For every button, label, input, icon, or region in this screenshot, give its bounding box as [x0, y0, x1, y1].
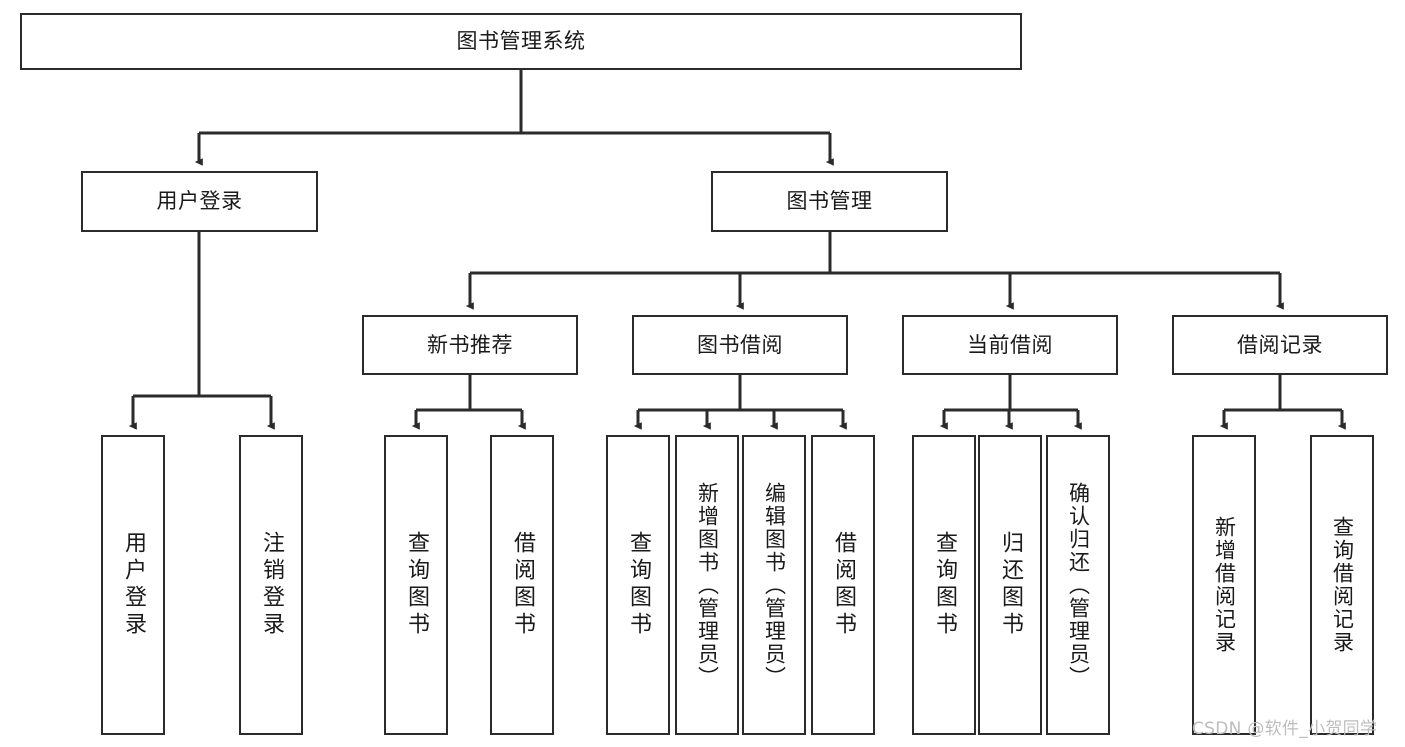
node-label: 图书管理 — [786, 189, 873, 214]
node-label: 查询图书 — [404, 531, 429, 639]
node-label: 归还图书 — [998, 531, 1023, 639]
node-label: 用户登录 — [121, 531, 146, 639]
node-borrow-records[interactable]: 借阅记录 — [1172, 315, 1388, 375]
node-label: 新增图书（管理员） — [695, 481, 720, 689]
node-label: 借阅图书 — [510, 531, 535, 639]
leaf-user-login-signin[interactable]: 用户登录 — [101, 435, 165, 735]
node-new-book-recommend[interactable]: 新书推荐 — [362, 315, 578, 375]
node-book-management[interactable]: 图书管理 — [711, 171, 948, 232]
node-label: 当前借阅 — [967, 332, 1053, 357]
node-label: 新书推荐 — [427, 332, 513, 357]
leaf-new-book-query[interactable]: 查询图书 — [384, 435, 448, 735]
node-label: 图书管理系统 — [456, 29, 586, 54]
leaf-borrow-add-book-admin[interactable]: 新增图书（管理员） — [675, 435, 739, 735]
node-label: 注销登录 — [259, 531, 284, 639]
leaf-current-return-book[interactable]: 归还图书 — [978, 435, 1042, 735]
node-label: 查询借阅记录 — [1330, 516, 1355, 654]
node-label: 新增借阅记录 — [1212, 516, 1237, 654]
node-label: 借阅图书 — [831, 531, 856, 639]
node-book-borrow[interactable]: 图书借阅 — [632, 315, 848, 375]
leaf-borrow-edit-book-admin[interactable]: 编辑图书（管理员） — [742, 435, 806, 735]
node-current-borrow[interactable]: 当前借阅 — [902, 315, 1118, 375]
leaf-new-book-borrow[interactable]: 借阅图书 — [490, 435, 554, 735]
leaf-records-add-record[interactable]: 新增借阅记录 — [1192, 435, 1256, 735]
node-label: 借阅记录 — [1237, 332, 1323, 357]
node-label: 查询图书 — [626, 531, 651, 639]
leaf-current-query-book[interactable]: 查询图书 — [912, 435, 976, 735]
leaf-borrow-borrow-book[interactable]: 借阅图书 — [811, 435, 875, 735]
node-user-login[interactable]: 用户登录 — [81, 171, 318, 232]
node-label: 确认归还（管理员） — [1066, 481, 1091, 689]
node-root-book-management-system[interactable]: 图书管理系统 — [20, 13, 1022, 70]
watermark-text: CSDN @软件_小贺同学 — [1192, 719, 1378, 739]
node-label: 编辑图书（管理员） — [762, 481, 787, 689]
leaf-records-query-record[interactable]: 查询借阅记录 — [1310, 435, 1374, 735]
leaf-borrow-query-book[interactable]: 查询图书 — [606, 435, 670, 735]
leaf-current-confirm-return-admin[interactable]: 确认归还（管理员） — [1046, 435, 1110, 735]
leaf-user-login-signout[interactable]: 注销登录 — [239, 435, 303, 735]
node-label: 图书借阅 — [697, 332, 783, 357]
node-label: 查询图书 — [932, 531, 957, 639]
node-label: 用户登录 — [156, 189, 243, 214]
